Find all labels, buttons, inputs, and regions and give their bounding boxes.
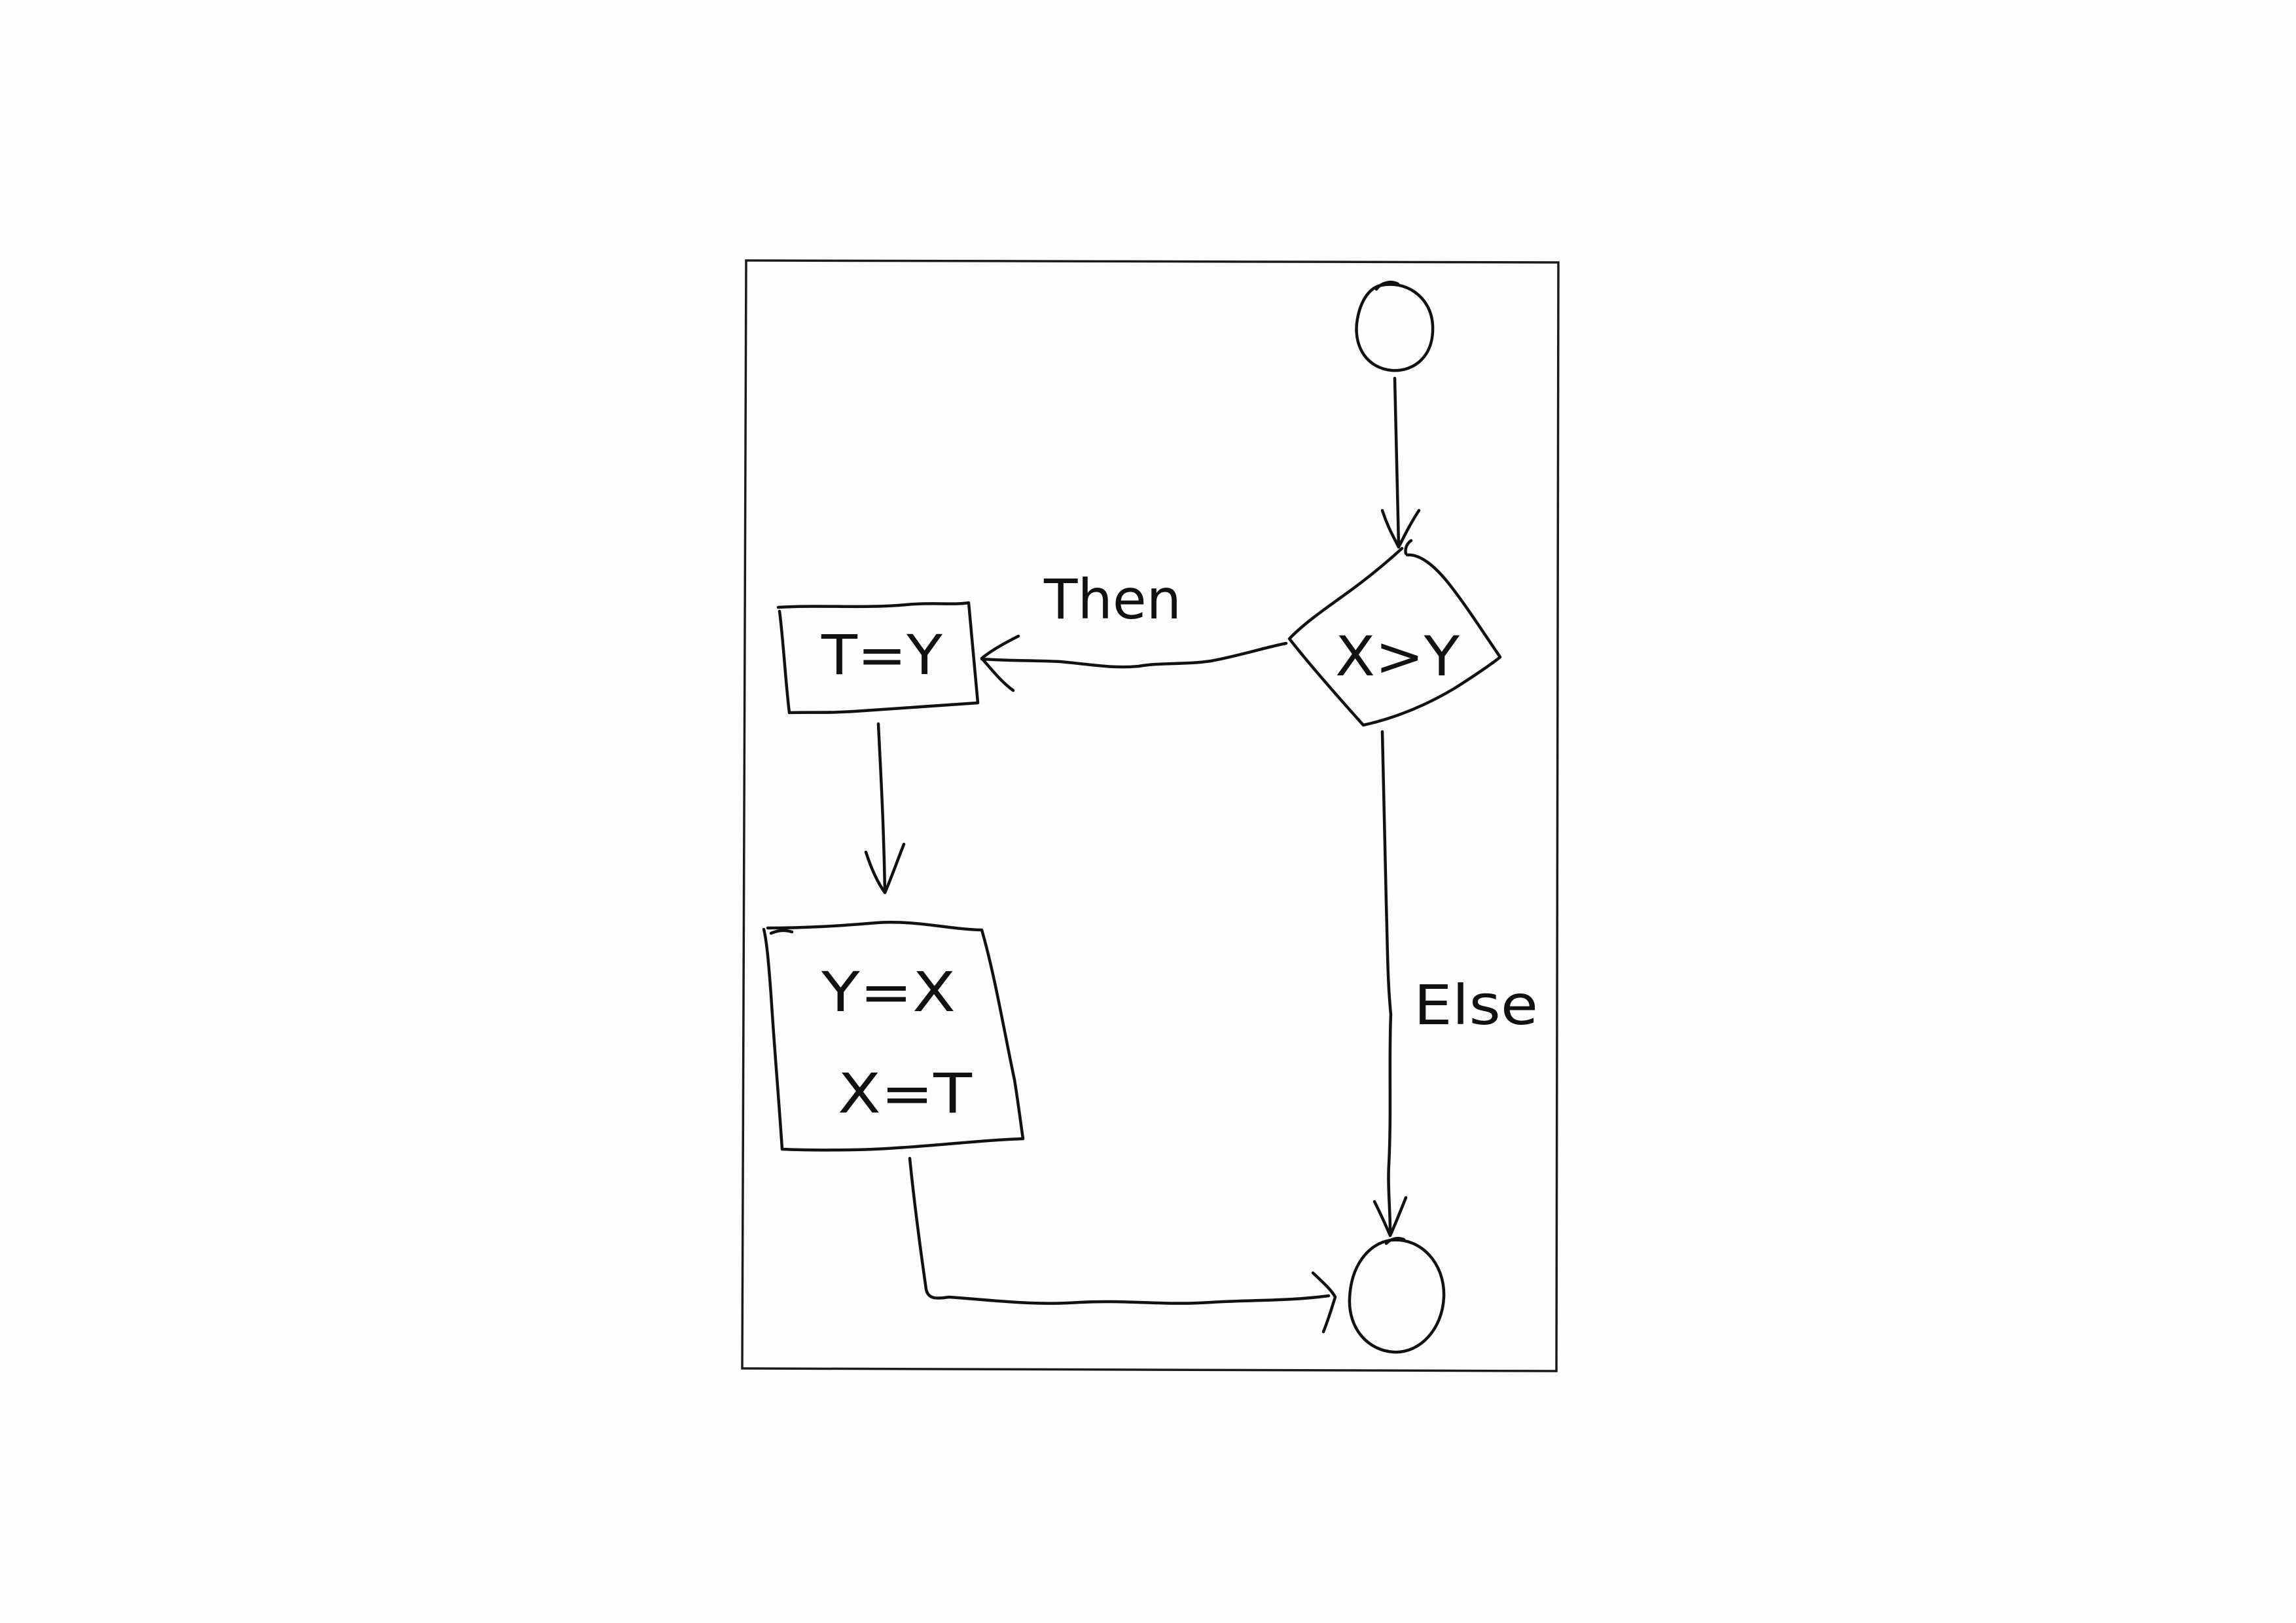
edge-then — [980, 641, 1288, 669]
edge-else-arrowhead — [1372, 1196, 1408, 1238]
edge-assign-to-swap — [876, 722, 887, 893]
swap-label-line-1: Y=X — [821, 960, 956, 1024]
edge-start-to-decision — [1393, 376, 1401, 548]
edge-swap-to-end — [908, 1156, 1331, 1305]
edge-else — [1380, 730, 1393, 1232]
edge-then-label: Then — [1043, 567, 1181, 632]
edge-then-arrowhead — [980, 634, 1020, 692]
swap-node-corner-mark — [769, 929, 794, 935]
swap-label-line-2: X=T — [838, 1061, 973, 1126]
end-node — [1348, 1237, 1446, 1354]
decision-label: X>Y — [1335, 624, 1460, 688]
start-node — [1355, 281, 1435, 372]
assign-t-node — [776, 601, 980, 715]
edge-swap-to-end-arrowhead — [1311, 1271, 1337, 1334]
assign-t-label: T=Y — [821, 623, 943, 687]
edge-start-to-decision-arrowhead — [1380, 508, 1421, 549]
edge-assign-to-swap-arrowhead — [864, 842, 906, 895]
diagram-frame — [741, 259, 1560, 1372]
edge-else-label: Else — [1414, 973, 1538, 1037]
decision-node — [1287, 539, 1502, 727]
swap-node — [762, 921, 1025, 1152]
